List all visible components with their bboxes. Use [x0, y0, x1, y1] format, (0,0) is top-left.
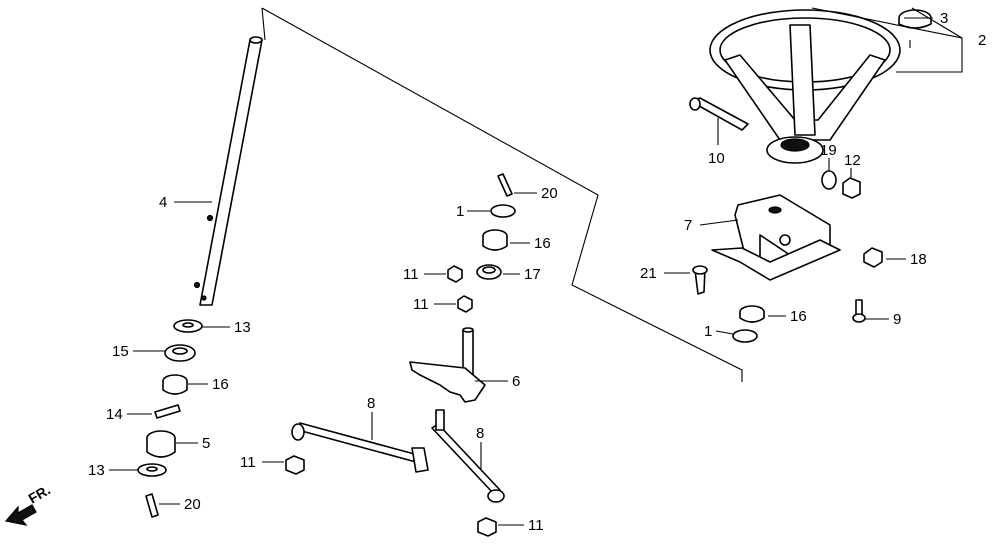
callout-5: 5: [202, 435, 210, 452]
callout-6: 6: [512, 373, 520, 390]
bolt-9: [852, 299, 866, 323]
nut-11-bottom: [477, 517, 497, 537]
column-bracket: [711, 194, 841, 281]
callout-16-left: 16: [212, 376, 229, 393]
callout-11-center: 11: [403, 266, 419, 283]
pin-20-bottom: [145, 493, 159, 518]
nut-12: [842, 177, 861, 199]
callout-16-center: 16: [534, 235, 551, 252]
callout-11-bottom: 11: [528, 517, 544, 534]
nut-18: [863, 247, 883, 268]
callout-4: 4: [159, 194, 167, 211]
group-outline: [261, 7, 743, 382]
callout-15: 15: [112, 343, 129, 360]
callout-17: 17: [524, 266, 541, 283]
washer-1-center: [490, 204, 516, 218]
front-label: FR.: [26, 481, 54, 506]
nut-11-left: [285, 455, 305, 475]
callout-3: 3: [940, 10, 948, 27]
callout-16-right: 16: [790, 308, 807, 325]
sector-gear: [409, 327, 486, 403]
bushing-16-center: [482, 229, 508, 251]
steering-shaft: [193, 36, 263, 306]
bushing-16-left: [162, 374, 188, 395]
nut-11-lower: [457, 295, 473, 313]
pin-14: [154, 404, 181, 419]
tie-rod-right: [431, 409, 505, 503]
callout-14: 14: [106, 406, 123, 423]
washer-13-bottom: [137, 463, 167, 477]
wheel-bolt: [689, 97, 749, 131]
washer-17: [476, 264, 502, 280]
callout-9: 9: [893, 311, 901, 328]
callout-11-left: 11: [240, 454, 256, 471]
callout-21: 21: [640, 265, 657, 282]
callout-labels: 3 2 10 19 12 7 18 21 9 16 1 20 1 16 11 1…: [88, 10, 986, 534]
washer-19: [821, 170, 837, 190]
callout-1-center: 1: [456, 203, 464, 220]
callout-18: 18: [910, 251, 927, 268]
callout-8-right: 8: [476, 425, 484, 442]
front-direction-indicator: FR.: [4, 481, 54, 526]
washer-15: [164, 344, 196, 362]
callout-2: 2: [978, 32, 986, 49]
bolt-21: [692, 265, 708, 295]
callout-20-bottom: 20: [184, 496, 201, 513]
pin-20-top: [497, 173, 513, 197]
callout-12: 12: [844, 152, 861, 169]
leader-lines: [109, 7, 963, 526]
steering-wheel: [709, 9, 901, 164]
nut-11-center: [447, 265, 463, 283]
wheel-cap: [898, 9, 932, 29]
callout-13-top: 13: [234, 319, 251, 336]
tie-rod-left: [291, 422, 429, 473]
callout-8-left: 8: [367, 395, 375, 412]
callout-10: 10: [708, 150, 725, 167]
callout-20-top: 20: [541, 185, 558, 202]
pinion-gear-5: [146, 430, 176, 458]
callout-11-lower: 11: [413, 296, 429, 313]
bushing-16-right: [739, 305, 765, 323]
washer-1-right: [732, 329, 758, 343]
callout-7: 7: [684, 217, 692, 234]
callout-1-right: 1: [704, 323, 712, 340]
washer-13-top: [173, 319, 203, 333]
front-arrow-icon: [4, 504, 37, 526]
callout-13-bottom: 13: [88, 462, 105, 479]
callout-19: 19: [820, 142, 837, 159]
